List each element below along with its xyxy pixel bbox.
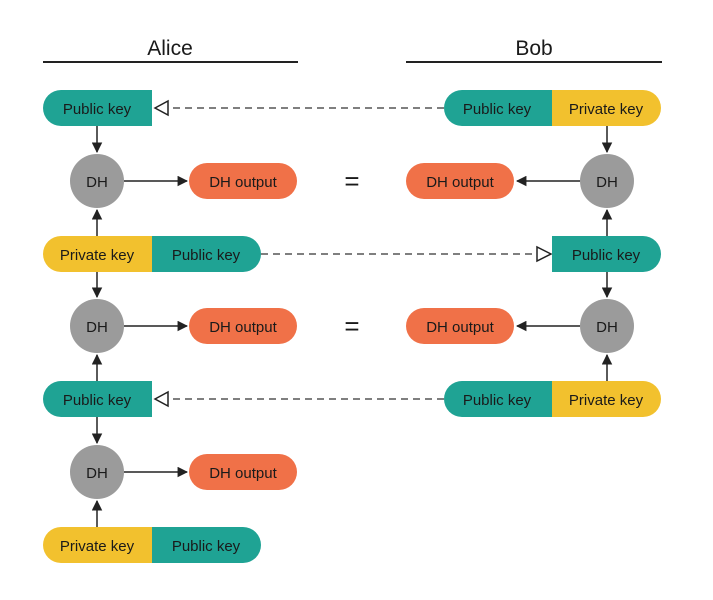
bob-dh-output-1-shape: [406, 163, 514, 199]
alice-keypair-2: Private key Public key: [43, 236, 261, 272]
alice-header: Alice: [147, 37, 193, 60]
bob-dh-2: DH: [580, 299, 634, 353]
alice-public-key-3-shape: [43, 381, 152, 417]
open-arrow-3-icon: [153, 390, 169, 408]
open-arrow-2-icon: [536, 245, 553, 263]
bob-keypair-3-private-label: Private key: [569, 392, 644, 409]
alice-public-key-3-label: Public key: [63, 392, 132, 409]
alice-dh-3-node: [70, 445, 124, 499]
alice-dh-output-1-label: DH output: [209, 174, 277, 191]
alice-keypair-4-public: [152, 527, 261, 563]
equals-sign-1: =: [344, 166, 359, 196]
alice-keypair-4-private-label: Private key: [60, 538, 135, 555]
alice-dh-output-1: DH output: [189, 163, 297, 199]
bob-public-key-2-shape: [552, 236, 661, 272]
alice-dh-1-node: [70, 154, 124, 208]
alice-dh-1: DH: [70, 154, 124, 208]
bob-dh-2-node: [580, 299, 634, 353]
alice-keypair-2-private: [43, 236, 152, 272]
bob-dh-output-2-shape: [406, 308, 514, 344]
bob-keypair-1-public: [444, 90, 552, 126]
alice-dh-output-2-shape: [189, 308, 297, 344]
bob-dh-1-node: [580, 154, 634, 208]
bob-keypair-1-public-label: Public key: [463, 101, 532, 118]
bob-keypair-1-private: [552, 90, 661, 126]
alice-dh-3: DH: [70, 445, 124, 499]
alice-dh-output-1-shape: [189, 163, 297, 199]
bob-public-key-2-label: Public key: [572, 247, 641, 264]
bob-dh-1-label: DH: [596, 174, 618, 191]
alice-dh-2-label: DH: [86, 319, 108, 336]
bob-keypair-1-private-label: Private key: [569, 101, 644, 118]
bob-keypair-1: Public key Private key: [444, 90, 661, 126]
bob-keypair-3-private: [552, 381, 661, 417]
bob-header: Bob: [515, 37, 552, 60]
bob-public-key-2: Public key: [552, 236, 661, 272]
alice-dh-3-label: DH: [86, 465, 108, 482]
alice-keypair-4-public-label: Public key: [172, 538, 241, 555]
bob-dh-output-1: DH output: [406, 163, 514, 199]
alice-dh-output-2-label: DH output: [209, 319, 277, 336]
open-arrow-1-icon: [153, 99, 169, 117]
alice-dh-output-3: DH output: [189, 454, 297, 490]
alice-dh-output-3-label: DH output: [209, 465, 277, 482]
bob-dh-output-2: DH output: [406, 308, 514, 344]
bob-keypair-3: Public key Private key: [444, 381, 661, 417]
bob-keypair-3-public-label: Public key: [463, 392, 532, 409]
alice-public-key-1: Public key: [43, 90, 152, 126]
bob-dh-output-2-label: DH output: [426, 319, 494, 336]
alice-dh-1-label: DH: [86, 174, 108, 191]
alice-public-key-1-label: Public key: [63, 101, 132, 118]
alice-keypair-4: Private key Public key: [43, 527, 261, 563]
alice-dh-2-node: [70, 299, 124, 353]
bob-dh-2-label: DH: [596, 319, 618, 336]
alice-keypair-2-private-label: Private key: [60, 247, 135, 264]
bob-dh-output-1-label: DH output: [426, 174, 494, 191]
alice-keypair-4-private: [43, 527, 152, 563]
alice-keypair-2-public-label: Public key: [172, 247, 241, 264]
alice-keypair-2-public: [152, 236, 261, 272]
alice-public-key-3: Public key: [43, 381, 152, 417]
alice-public-key-1-shape: [43, 90, 152, 126]
alice-dh-output-3-shape: [189, 454, 297, 490]
bob-keypair-3-public: [444, 381, 552, 417]
alice-dh-2: DH: [70, 299, 124, 353]
equals-sign-2: =: [344, 311, 359, 341]
bob-dh-1: DH: [580, 154, 634, 208]
alice-dh-output-2: DH output: [189, 308, 297, 344]
